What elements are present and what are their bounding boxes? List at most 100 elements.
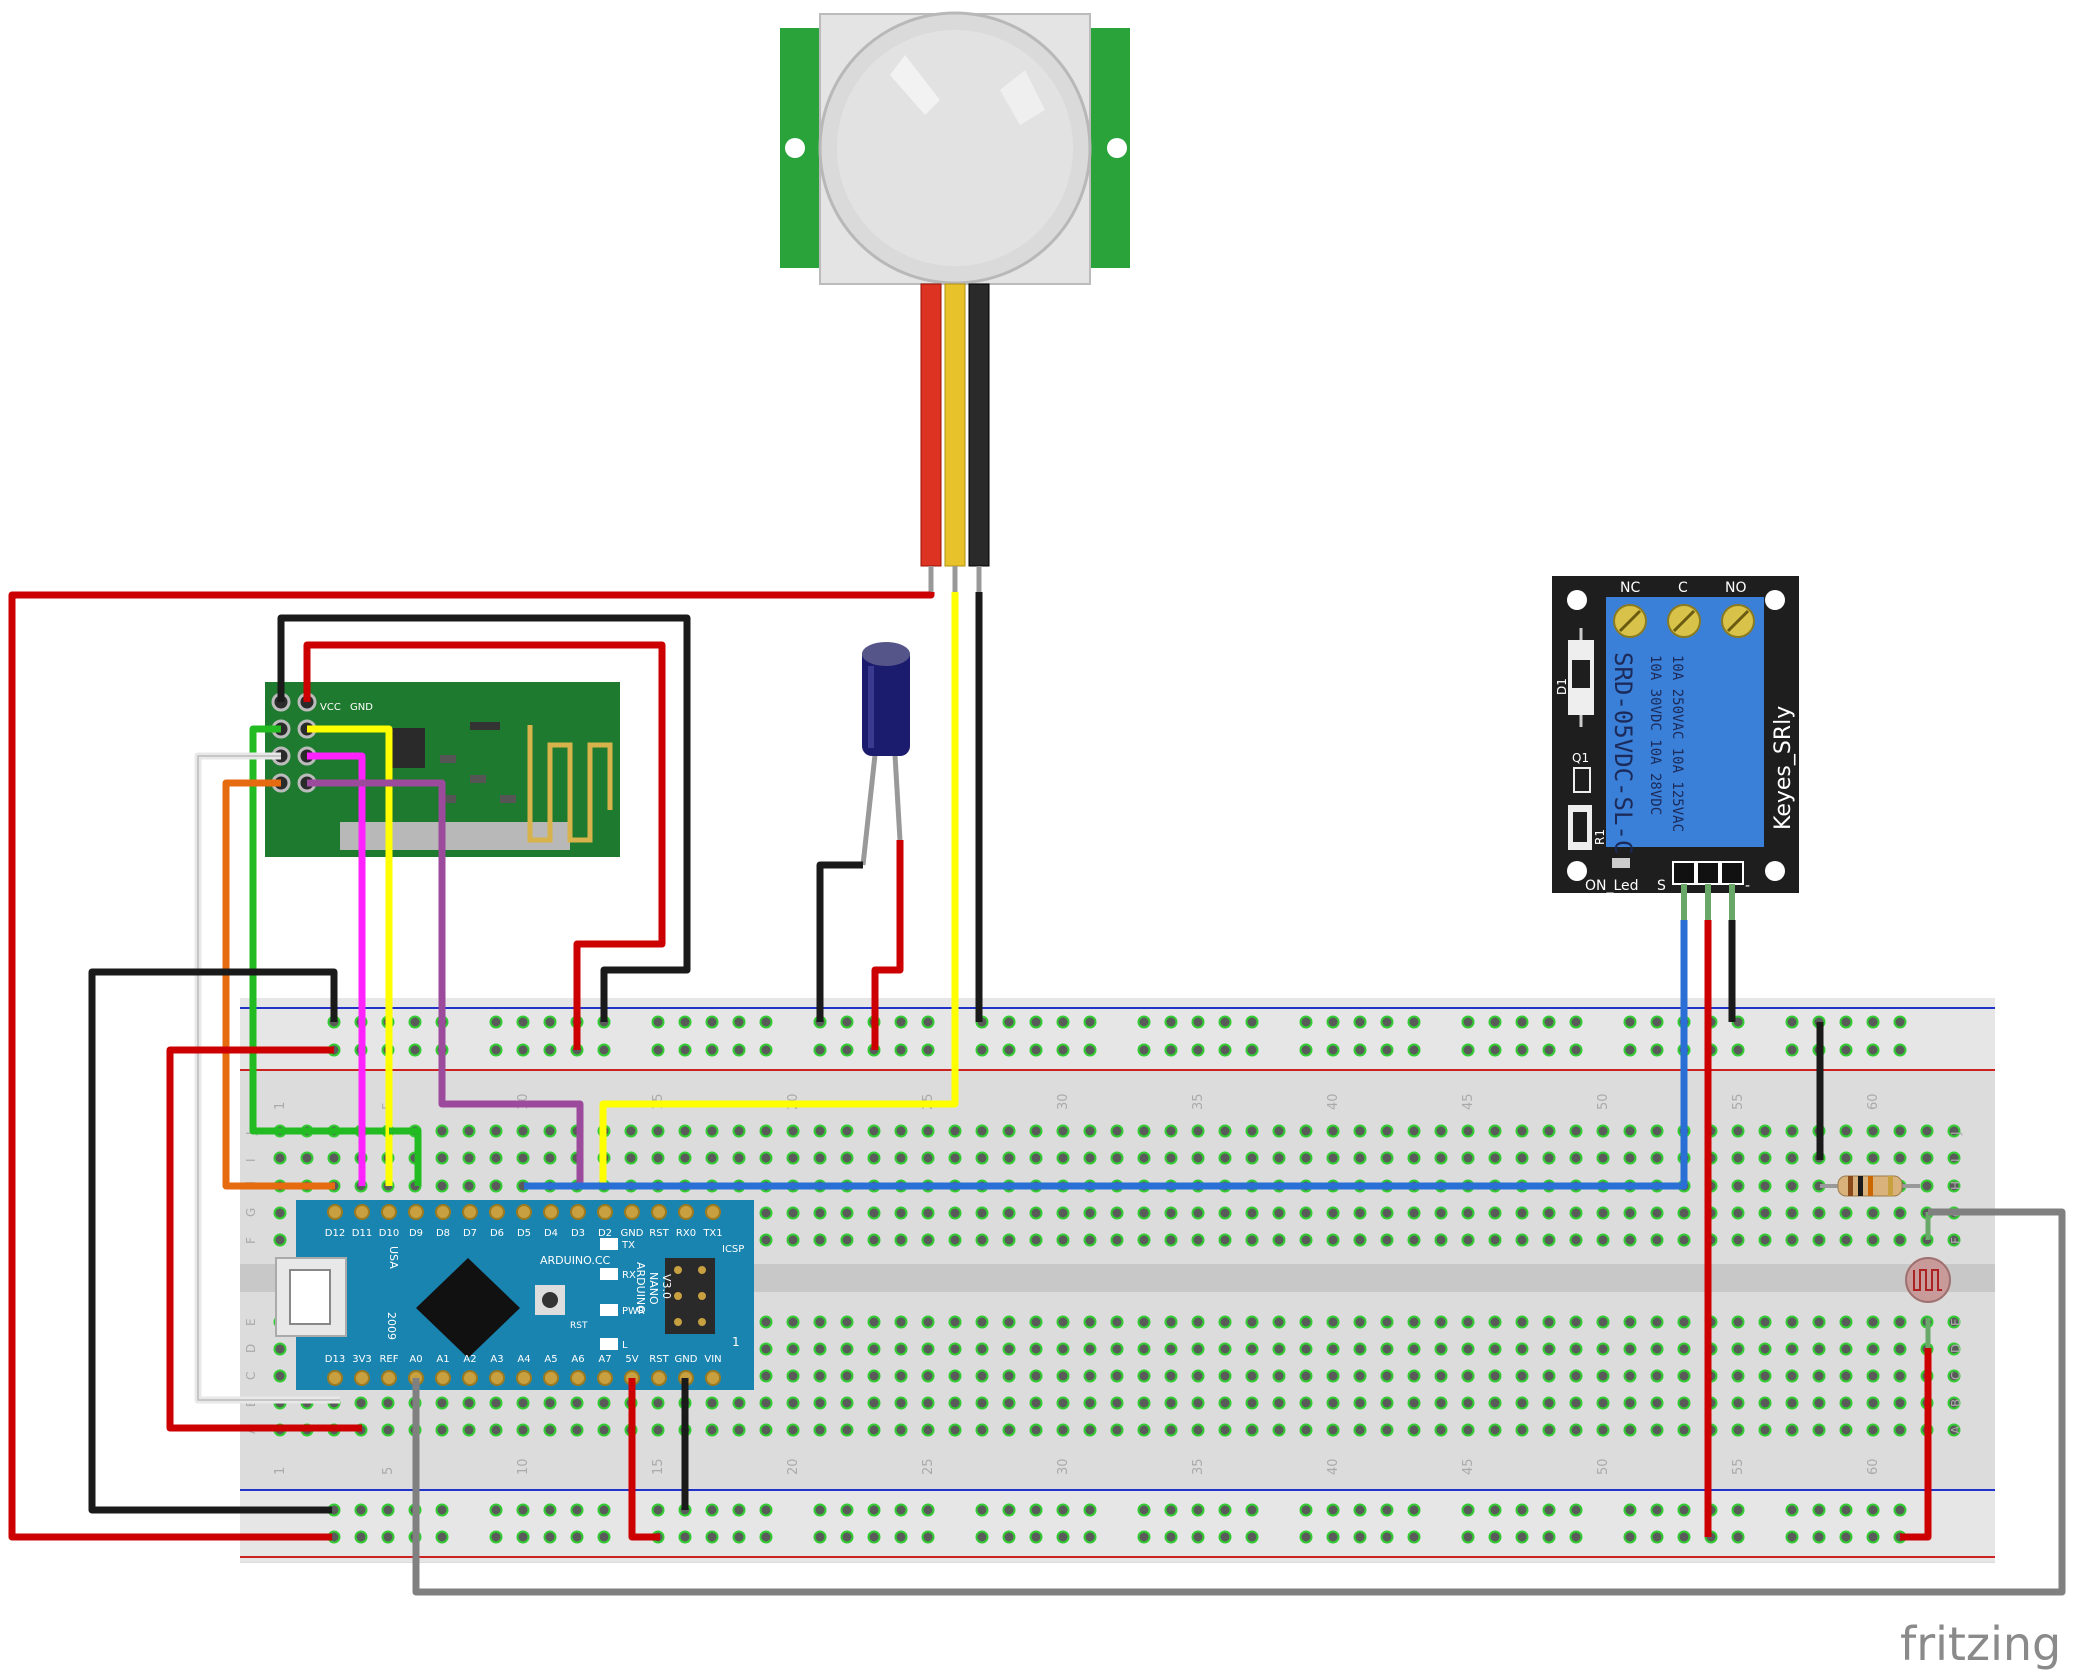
rail-hole (732, 1530, 746, 1544)
nano-pin-label-top: RST (649, 1228, 669, 1239)
breadboard-hole (435, 1423, 449, 1437)
breadboard-hole (1677, 1396, 1691, 1410)
breadboard-hole (1407, 1151, 1421, 1165)
nano-pin-bottom (543, 1370, 559, 1386)
breadboard-hole (786, 1396, 800, 1410)
rail-hole (1380, 1530, 1394, 1544)
breadboard-hole (1218, 1396, 1232, 1410)
relay-name: Keyes_SRly (1771, 706, 1796, 830)
breadboard-hole (1758, 1396, 1772, 1410)
breadboard-hole (1893, 1315, 1907, 1329)
nano-pin-label-bottom: A4 (517, 1354, 530, 1365)
breadboard-hole (1812, 1342, 1826, 1356)
wire-ldr-vcc (1900, 1348, 1932, 1541)
column-number-bottom: 40 (1326, 1458, 1341, 1475)
breadboard-hole (1893, 1369, 1907, 1383)
breadboard-hole (1677, 1369, 1691, 1383)
breadboard-hole (1137, 1233, 1151, 1247)
rail-hole (1191, 1503, 1205, 1517)
breadboard-hole (894, 1369, 908, 1383)
rail-hole (975, 1043, 989, 1057)
breadboard-hole (840, 1396, 854, 1410)
breadboard-hole (1812, 1315, 1826, 1329)
nano-pin-bottom (354, 1370, 370, 1386)
rail-hole (732, 1015, 746, 1029)
breadboard-hole (1569, 1233, 1583, 1247)
rail-hole (840, 1043, 854, 1057)
breadboard-hole (1893, 1206, 1907, 1220)
row-letter: H (1949, 1181, 1963, 1190)
breadboard-hole (1407, 1342, 1421, 1356)
wire-cap-vcc (871, 840, 904, 1050)
breadboard-hole (1731, 1342, 1745, 1356)
breadboard-hole (813, 1233, 827, 1247)
rail-hole (543, 1015, 557, 1029)
breadboard-hole (1272, 1342, 1286, 1356)
breadboard-hole (1083, 1423, 1097, 1437)
breadboard-hole (381, 1423, 395, 1437)
breadboard-hole (1569, 1151, 1583, 1165)
breadboard-hole (894, 1423, 908, 1437)
breadboard-hole (1218, 1315, 1232, 1329)
breadboard-hole (1947, 1151, 1961, 1165)
breadboard-hole (1029, 1423, 1043, 1437)
breadboard-hole (1380, 1151, 1394, 1165)
breadboard-hole (462, 1124, 476, 1138)
breadboard-hole (1407, 1369, 1421, 1383)
rail-hole (1569, 1043, 1583, 1057)
breadboard-hole (1947, 1423, 1961, 1437)
breadboard-hole (1650, 1342, 1664, 1356)
breadboard-hole (1542, 1369, 1556, 1383)
breadboard-hole (1434, 1124, 1448, 1138)
rail-hole (651, 1043, 665, 1057)
nano-pin-top (678, 1204, 694, 1220)
nano-led-pwr: PWR (622, 1306, 645, 1317)
breadboard-hole (1650, 1423, 1664, 1437)
rail-hole (1299, 1043, 1313, 1057)
column-number-bottom: 5 (381, 1467, 396, 1475)
breadboard-hole (1299, 1233, 1313, 1247)
rail-hole (1488, 1015, 1502, 1029)
breadboard-hole (975, 1233, 989, 1247)
row-letter: F (244, 1237, 258, 1244)
breadboard-hole (1731, 1315, 1745, 1329)
rail-hole (705, 1503, 719, 1517)
breadboard-hole (1461, 1151, 1475, 1165)
breadboard-hole (1110, 1342, 1124, 1356)
breadboard-hole (975, 1151, 989, 1165)
nano-pin-label-top: D11 (352, 1228, 372, 1239)
fritzing-watermark: fritzing (1900, 1617, 2061, 1671)
rail-hole (1326, 1015, 1340, 1029)
rail-hole (1812, 1530, 1826, 1544)
rail-hole (1002, 1015, 1016, 1029)
breadboard-hole (1326, 1124, 1340, 1138)
rail-hole (1245, 1043, 1259, 1057)
breadboard-hole (840, 1369, 854, 1383)
rail-hole (1731, 1530, 1745, 1544)
breadboard-hole (1434, 1342, 1448, 1356)
breadboard-hole (1164, 1423, 1178, 1437)
breadboard-hole (1812, 1369, 1826, 1383)
breadboard-hole (1515, 1315, 1529, 1329)
breadboard-hole (1056, 1423, 1070, 1437)
breadboard-hole (1785, 1369, 1799, 1383)
breadboard-hole (1056, 1206, 1070, 1220)
rail-hole (570, 1503, 584, 1517)
breadboard-hole (786, 1423, 800, 1437)
rf-module: VCC GND (265, 682, 620, 857)
breadboard-hole (1434, 1206, 1448, 1220)
rail-hole (1866, 1530, 1880, 1544)
nano-year: 2009 (385, 1312, 398, 1340)
breadboard-hole (1164, 1233, 1178, 1247)
breadboard-hole (1191, 1369, 1205, 1383)
nano-pin1-label: 1 (732, 1335, 740, 1349)
breadboard-hole (867, 1124, 881, 1138)
wire-nano-5v (628, 1378, 660, 1541)
breadboard-hole (1461, 1233, 1475, 1247)
breadboard-hole (1515, 1233, 1529, 1247)
nano-pin-top (651, 1204, 667, 1220)
breadboard-hole (1191, 1423, 1205, 1437)
breadboard-hole (1380, 1396, 1394, 1410)
breadboard-hole (1056, 1342, 1070, 1356)
